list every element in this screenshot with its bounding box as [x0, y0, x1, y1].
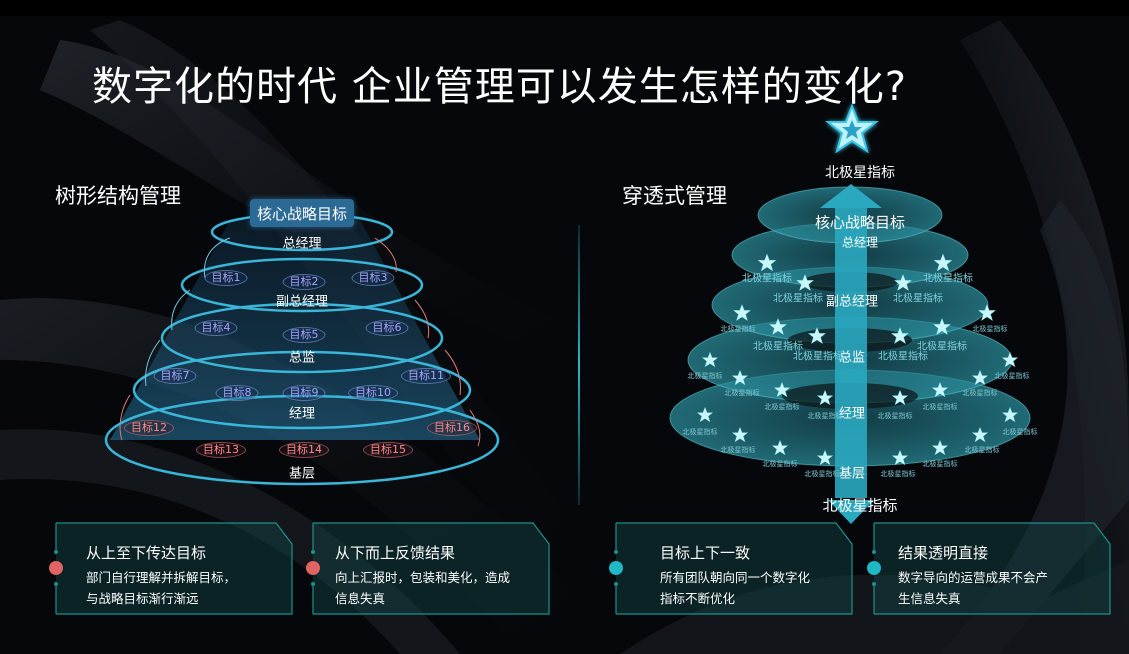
status-dot-red	[306, 561, 320, 575]
goal-3: 目标3	[351, 270, 395, 286]
level-director: 总监	[288, 350, 316, 366]
north-star-bottom-label: 北极星指标	[822, 496, 898, 515]
metric-label: 北极星指标	[922, 460, 958, 468]
metric-label: 北极星指标	[962, 389, 998, 397]
goal-4: 目标4	[194, 320, 238, 336]
metric-label: 北极星指标	[877, 412, 913, 420]
card-goals-aligned: 目标上下一致 所有团队朝向同一个数字化指标不断优化	[608, 522, 854, 615]
right-level-director: 总监	[838, 350, 866, 366]
metric-label: 北极星指标	[923, 273, 973, 285]
card-description: 数字导向的运营成果不会产生信息失真	[898, 570, 1049, 606]
right-level-manager: 经理	[838, 406, 866, 422]
north-star-top-label: 北极星指标	[825, 165, 895, 181]
metric-label: 北极星指标	[878, 351, 928, 363]
metric-label: 北极星指标	[724, 389, 760, 397]
metric-label: 北极星指标	[762, 460, 798, 468]
metric-label: 北极星指标	[720, 325, 756, 333]
metric-label: 北极星指标	[964, 446, 1000, 454]
metric-label: 北极星指标	[720, 446, 756, 454]
metric-label: 北极星指标	[807, 412, 843, 420]
card-title: 目标上下一致	[660, 544, 751, 562]
level-frontline: 基层	[288, 466, 316, 482]
metric-label: 北极星指标	[793, 351, 843, 363]
goal-2: 目标2	[282, 274, 326, 290]
status-dot-teal	[609, 561, 623, 575]
metric-label: 北极星指标	[773, 293, 823, 305]
goal-11: 目标11	[401, 368, 451, 384]
goal-13: 目标13	[196, 442, 246, 458]
right-section-title: 穿透式管理	[622, 184, 727, 208]
penetrating-pyramid-diagram	[669, 103, 1031, 524]
goal-15: 目标15	[363, 442, 413, 458]
metric-label: 北极星指标	[917, 341, 967, 353]
metric-label: 北极星指标	[682, 428, 718, 436]
metric-label: 北极星指标	[804, 470, 840, 478]
goal-7: 目标7	[153, 368, 197, 384]
card-description: 部门自行理解并拆解目标，与战略目标渐行渐远	[86, 570, 237, 606]
card-title: 结果透明直接	[898, 544, 989, 562]
card-title: 从下而上反馈结果	[335, 544, 456, 562]
metric-label: 北极星指标	[764, 403, 800, 411]
goal-14: 目标14	[279, 442, 329, 458]
card-title: 从上至下传达目标	[86, 544, 207, 562]
page-title: 数字化的时代 企业管理可以发生怎样的变化?	[92, 64, 907, 110]
status-dot-teal	[867, 561, 881, 575]
metric-label: 北极星指标	[687, 372, 723, 380]
section-divider	[578, 225, 580, 505]
core-strategy-goal-box: 核心战略目标	[250, 199, 354, 227]
metric-label: 北极星指标	[972, 325, 1008, 333]
card-top-down: 从上至下传达目标 部门自行理解并拆解目标，与战略目标渐行渐远	[48, 522, 294, 615]
metric-label: 北极星指标	[893, 293, 943, 305]
metric-label: 北极星指标	[922, 403, 958, 411]
top-black-bar	[0, 0, 1129, 16]
level-ceo: 总经理	[282, 236, 322, 252]
right-core-label: 核心战略目标	[814, 213, 906, 232]
level-manager: 经理	[288, 406, 316, 422]
right-level-vp: 副总经理	[825, 294, 879, 310]
card-transparent-results: 结果透明直接 数字导向的运营成果不会产生信息失真	[866, 522, 1112, 615]
goal-6: 目标6	[365, 320, 409, 336]
right-level-frontline: 基层	[838, 466, 866, 482]
goal-5: 目标5	[282, 327, 326, 343]
goal-16: 目标16	[427, 420, 477, 436]
goal-12: 目标12	[124, 420, 174, 436]
goal-10: 目标10	[348, 385, 398, 401]
level-vp: 副总经理	[275, 294, 329, 310]
metric-label: 北极星指标	[880, 470, 916, 478]
goal-9: 目标9	[282, 385, 326, 401]
metric-label: 北极星指标	[753, 341, 803, 353]
left-section-title: 树形结构管理	[55, 184, 181, 208]
right-level-ceo: 总经理	[841, 235, 879, 250]
metric-label: 北极星指标	[994, 372, 1030, 380]
goal-1: 目标1	[204, 270, 248, 286]
card-description: 向上汇报时，包装和美化，造成信息失真	[335, 570, 511, 606]
card-description: 所有团队朝向同一个数字化指标不断优化	[660, 570, 811, 606]
metric-label: 北极星指标	[1002, 428, 1038, 436]
goal-8: 目标8	[215, 385, 259, 401]
status-dot-red	[49, 561, 63, 575]
metric-label: 北极星指标	[742, 273, 792, 285]
card-bottom-up: 从下而上反馈结果 向上汇报时，包装和美化，造成信息失真	[305, 522, 551, 615]
